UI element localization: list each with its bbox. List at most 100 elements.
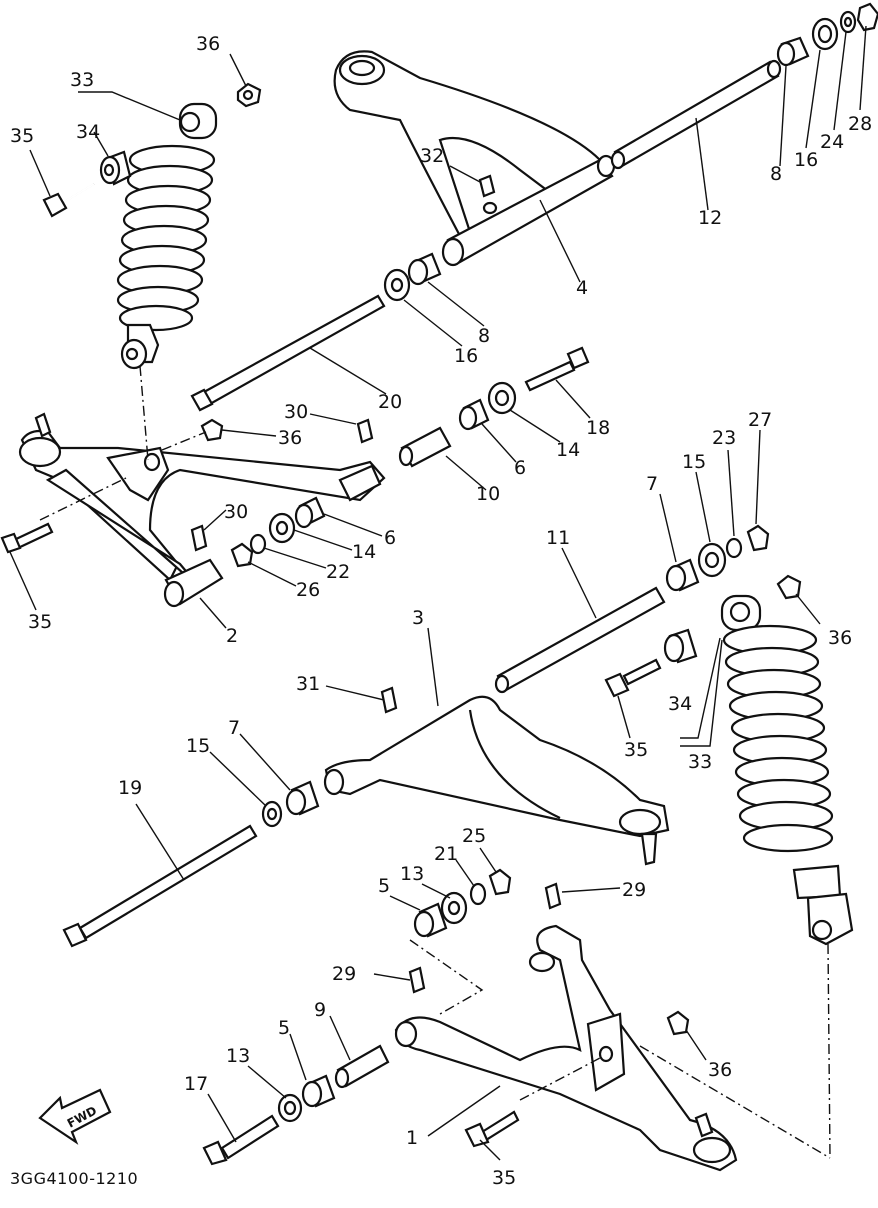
callout-4: 4 [576, 277, 588, 299]
callout-17: 17 [184, 1073, 208, 1095]
callout-12: 12 [698, 207, 722, 229]
bolt-35-lower-right [604, 658, 662, 698]
fwd-arrow-icon: FWD [38, 1088, 112, 1145]
seal-15-left [261, 800, 283, 828]
callout-35: 35 [492, 1167, 516, 1189]
callout-2: 2 [226, 625, 238, 647]
nut-36-top [236, 82, 262, 108]
bushing-34-lower [663, 628, 698, 664]
callout-25: 25 [462, 825, 486, 847]
callout-16: 16 [454, 345, 478, 367]
callout-24: 24 [820, 131, 844, 153]
bearing-13-upper [440, 891, 468, 925]
nut-36-right [776, 574, 802, 600]
callout-19: 19 [118, 777, 142, 799]
callout-29: 29 [332, 963, 356, 985]
nut-27 [746, 524, 770, 552]
lower-arm-right-3 [323, 695, 670, 866]
nut-28 [856, 2, 878, 32]
callout-16: 16 [794, 149, 818, 171]
callout-8: 8 [478, 325, 490, 347]
callout-8: 8 [770, 163, 782, 185]
nut-36-bottom [666, 1010, 690, 1036]
callout-15: 15 [186, 735, 210, 757]
callout-36: 36 [278, 427, 302, 449]
callout-36: 36 [196, 33, 220, 55]
grease-nipple-29-right [544, 882, 562, 910]
callout-14: 14 [556, 439, 580, 461]
callout-5: 5 [278, 1017, 290, 1039]
seal-16-mid [383, 268, 411, 302]
callout-34: 34 [668, 693, 692, 715]
grease-nipple-30-upper [356, 418, 374, 444]
bearing-14-lower [268, 512, 296, 544]
callout-6: 6 [514, 457, 526, 479]
shaft-11 [494, 586, 666, 694]
callout-29: 29 [622, 879, 646, 901]
callout-30: 30 [284, 401, 308, 423]
bolt-35-upper-left [42, 183, 95, 218]
callout-14: 14 [352, 541, 376, 563]
seal-16-top-right [811, 17, 839, 51]
bushing-8-top-right [776, 36, 810, 67]
callout-13: 13 [400, 863, 424, 885]
callout-10: 10 [476, 483, 500, 505]
callout-35: 35 [10, 125, 34, 147]
bearing-13-lower [277, 1093, 303, 1123]
callout-11: 11 [546, 527, 570, 549]
upper-arm-left-2 [18, 412, 386, 608]
grease-nipple-29-left [408, 966, 426, 994]
bushing-34-upper [99, 150, 132, 186]
bushing-8-mid [407, 252, 442, 286]
callout-23: 23 [712, 427, 736, 449]
callout-32: 32 [420, 145, 444, 167]
callout-9: 9 [314, 999, 326, 1021]
callout-30: 30 [224, 501, 248, 523]
callout-15: 15 [682, 451, 706, 473]
nut-26 [230, 542, 254, 568]
shock-absorber-lower-right [720, 594, 854, 946]
upper-arm-right-4 [333, 50, 616, 267]
callout-27: 27 [748, 409, 772, 431]
callout-labels: 36 33 34 35 32 4 8 16 24 28 12 8 16 20 1… [10, 33, 872, 1189]
leader-lines [9, 25, 867, 1161]
bushing-5-lower [301, 1074, 336, 1108]
bolt-17 [202, 1114, 280, 1166]
callout-22: 22 [326, 561, 350, 583]
callout-7: 7 [228, 717, 240, 739]
bushing-5-upper [413, 902, 448, 938]
bushing-6-upper [458, 398, 490, 431]
bushing-6-lower [294, 496, 326, 529]
callout-35: 35 [28, 611, 52, 633]
bearing-15-right [697, 542, 727, 578]
callout-31: 31 [296, 673, 320, 695]
sleeve-10 [398, 426, 452, 468]
bushing-7-left [285, 780, 320, 816]
callout-36: 36 [828, 627, 852, 649]
nut-25 [488, 868, 512, 896]
grease-nipple-30-lower [190, 524, 208, 552]
callout-5: 5 [378, 875, 390, 897]
callout-33: 33 [688, 751, 712, 773]
shaft-19 [62, 824, 258, 948]
shaft-12 [610, 59, 782, 170]
diagram-code: 3GG4100-1210 [10, 1169, 138, 1188]
callout-18: 18 [586, 417, 610, 439]
lower-arm-left-1 [394, 924, 738, 1172]
shaft-20 [190, 294, 386, 412]
grease-nipple-32 [478, 174, 498, 215]
washer-22 [249, 533, 267, 555]
washer-24 [839, 10, 857, 34]
bushing-7-right [665, 558, 700, 592]
callout-33: 33 [70, 69, 94, 91]
nut-36-mid-left [200, 418, 224, 442]
washer-21 [469, 882, 487, 906]
callout-35: 35 [624, 739, 648, 761]
bolt-35-left-mid [0, 522, 54, 554]
callout-26: 26 [296, 579, 320, 601]
callout-20: 20 [378, 391, 402, 413]
shock-absorber-upper-left [116, 102, 218, 370]
washer-23 [725, 537, 743, 559]
